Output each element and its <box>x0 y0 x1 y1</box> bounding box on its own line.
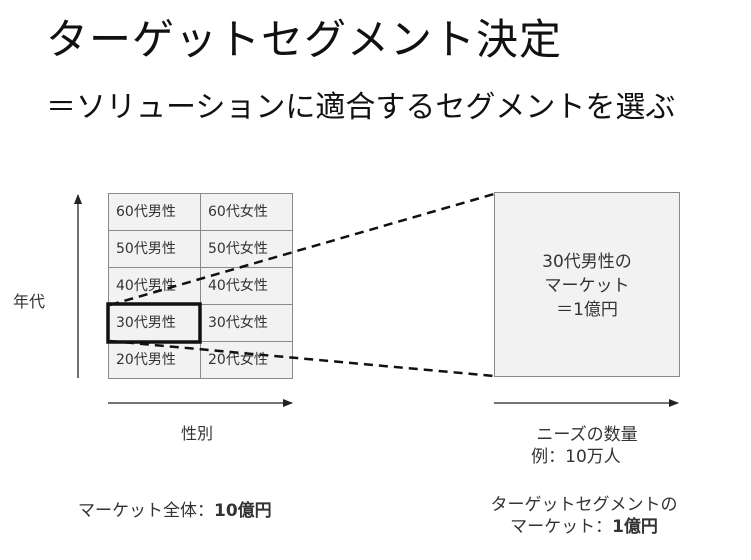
page-subtitle: ＝ソリューションに適合するセグメントを選ぶ <box>46 90 676 125</box>
highlight-outline <box>106 302 202 344</box>
y-axis-label: 年代 <box>13 292 46 311</box>
target-market-line-2: マーケット：1億円 <box>460 516 708 538</box>
total-market-prefix: マーケット全体： <box>78 501 214 521</box>
detail-axis-caption: ニーズの数量 例：10万人 <box>494 424 680 468</box>
detail-axis-line-1: ニーズの数量 <box>536 425 638 445</box>
x-axis-label: 性別 <box>181 424 214 443</box>
detail-line-2: マーケット <box>544 276 630 296</box>
detail-line-1: 30代男性の <box>542 252 632 272</box>
target-market-value: 1億円 <box>612 517 658 537</box>
total-market-value: 10億円 <box>214 501 272 521</box>
target-market-line-1: ターゲットセグメントの <box>490 495 678 515</box>
total-market-caption: マーケット全体：10億円 <box>78 500 272 522</box>
grid-cell: 50代女性 <box>200 230 293 268</box>
grid-cell: 40代女性 <box>200 267 293 305</box>
grid-cell: 20代女性 <box>200 341 293 379</box>
target-market-caption: ターゲットセグメントの マーケット：1億円 <box>460 494 708 538</box>
page-title: ターゲットセグメント決定 <box>46 15 563 64</box>
zoom-line-bottom <box>109 339 495 378</box>
target-market-prefix: マーケット： <box>510 517 613 537</box>
segment-detail-text: 30代男性の マーケット ＝1億円 <box>494 250 680 322</box>
detail-line-3: ＝1億円 <box>556 300 618 320</box>
grid-cell-highlighted: 30代男性 <box>108 304 201 342</box>
detail-axis-line-2: 例：10万人 <box>531 447 621 467</box>
grid-cell: 30代女性 <box>200 304 293 342</box>
segment-detail-box <box>494 192 680 377</box>
zoom-line-top <box>109 192 495 307</box>
grid-cell: 40代男性 <box>108 267 201 305</box>
grid-cell: 60代女性 <box>200 193 293 231</box>
